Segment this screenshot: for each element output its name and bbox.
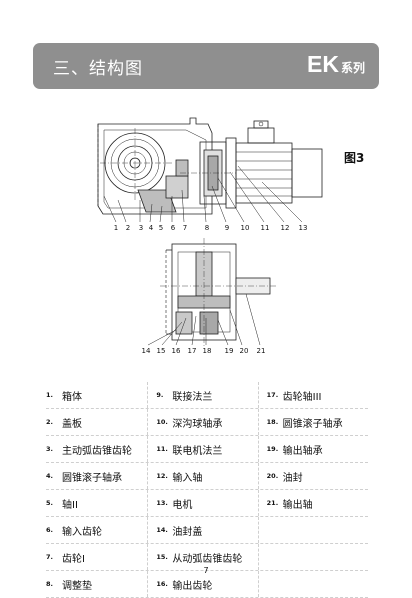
callout-8: 8 xyxy=(205,224,209,232)
callout-10: 10 xyxy=(241,224,250,232)
list-item: 8.调整垫 xyxy=(46,580,92,592)
list-item: 15.从动弧齿锥齿轮 xyxy=(147,544,259,570)
callout-3: 3 xyxy=(139,224,143,232)
list-item: 14.油封盖 xyxy=(147,517,259,543)
list-item: 18.圆锥滚子轴承 xyxy=(266,418,343,430)
section-title: 三、结构图 xyxy=(53,59,143,79)
figure-label: 图3 xyxy=(344,151,365,165)
list-item: 9.联接法兰 xyxy=(147,382,259,408)
list-item: 13.电机 xyxy=(147,490,259,516)
series-suffix: 系列 xyxy=(340,61,365,75)
table-row: 1.箱体 9.联接法兰 17.齿轮轴III xyxy=(46,382,368,409)
empty-cell xyxy=(259,517,368,543)
callout-19: 19 xyxy=(225,347,234,355)
list-item: 17.齿轮轴III xyxy=(266,391,322,403)
callout-12: 12 xyxy=(281,224,290,232)
list-item: 5.轴II xyxy=(46,499,78,511)
callout-15: 15 xyxy=(157,347,166,355)
list-item: 20.油封 xyxy=(266,472,303,484)
callout-13: 13 xyxy=(299,224,308,232)
callout-17: 17 xyxy=(188,347,197,355)
list-item: 3.主动弧齿锥齿轮 xyxy=(46,445,132,457)
series-code: EK xyxy=(307,51,339,77)
callout-20: 20 xyxy=(240,347,249,355)
list-item: 21.输出轴 xyxy=(266,499,313,511)
table-row: 4.圆锥滚子轴承 12.输入轴 20.油封 xyxy=(46,463,368,490)
list-item: 4.圆锥滚子轴承 xyxy=(46,472,122,484)
list-item: 19.输出轴承 xyxy=(266,445,323,457)
callout-5: 5 xyxy=(159,224,163,232)
list-item: 16.输出齿轮 xyxy=(147,571,259,597)
list-item: 2.盖板 xyxy=(46,418,82,430)
list-item: 12.输入轴 xyxy=(147,463,259,489)
list-item: 11.联电机法兰 xyxy=(147,436,259,462)
callout-1: 1 xyxy=(114,224,118,232)
list-item: 6.输入齿轮 xyxy=(46,526,102,538)
callout-2: 2 xyxy=(126,224,130,232)
parts-list: 1.箱体 9.联接法兰 17.齿轮轴III 2.盖板 10.深沟球轴承 18.圆… xyxy=(46,382,368,598)
table-row: 5.轴II 13.电机 21.输出轴 xyxy=(46,490,368,517)
callout-14: 14 xyxy=(142,347,151,355)
housing-outline xyxy=(97,117,213,215)
callout-6: 6 xyxy=(171,224,176,232)
list-item: 7.齿轮I xyxy=(46,553,85,565)
list-item: 10.深沟球轴承 xyxy=(147,409,259,435)
callout-4: 4 xyxy=(149,224,154,232)
callout-9: 9 xyxy=(225,224,229,232)
table-row: 7.齿轮I 15.从动弧齿锥齿轮 xyxy=(46,544,368,571)
list-item: 1.箱体 xyxy=(46,391,82,403)
callout-18: 18 xyxy=(203,347,212,355)
housing-inner xyxy=(103,129,207,209)
structure-drawing: 1 2 3 4 5 6 7 8 9 10 11 12 13 14 15 16 1… xyxy=(97,117,323,355)
table-row: 3.主动弧齿锥齿轮 11.联电机法兰 19.输出轴承 xyxy=(46,436,368,463)
callout-21: 21 xyxy=(257,347,266,355)
table-row: 2.盖板 10.深沟球轴承 18.圆锥滚子轴承 xyxy=(46,409,368,436)
callout-7: 7 xyxy=(183,224,187,232)
page-number: 7 xyxy=(203,566,209,575)
table-row: 6.输入齿轮 14.油封盖 xyxy=(46,517,368,544)
callout-16: 16 xyxy=(172,347,181,355)
callout-11: 11 xyxy=(261,224,270,232)
